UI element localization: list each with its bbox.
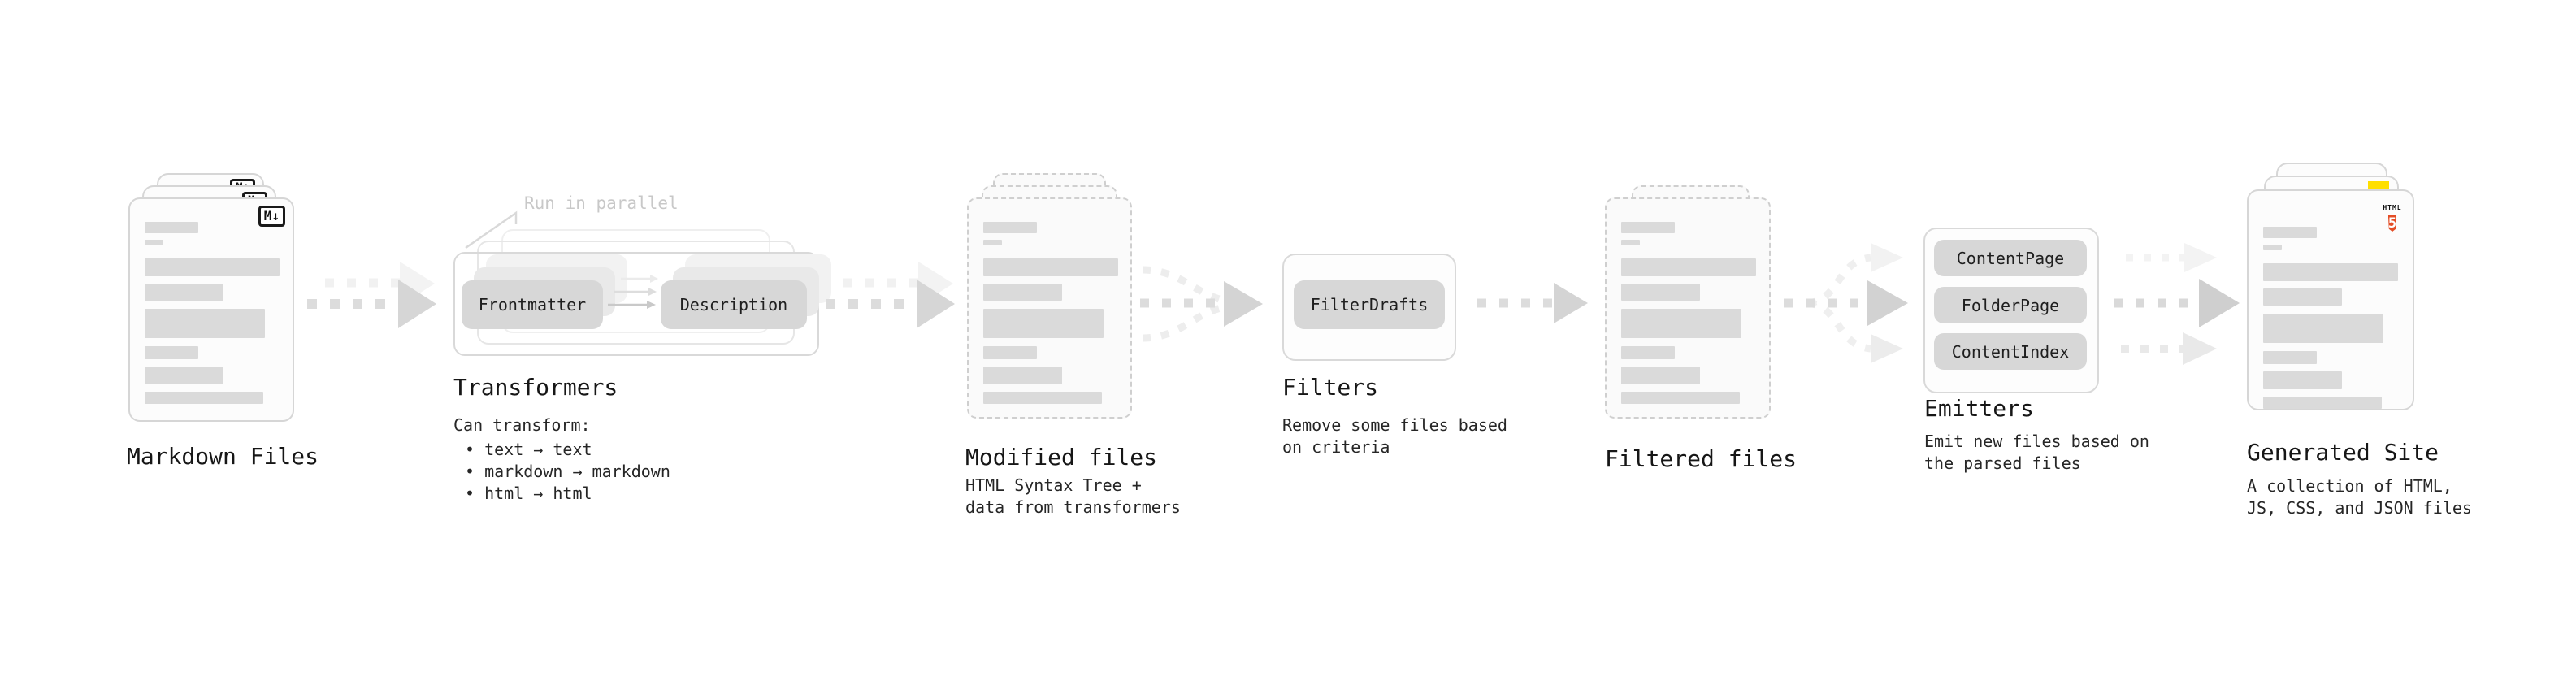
arrow-emitters-to-generated bbox=[2114, 243, 2240, 365]
run-in-parallel-label: Run in parallel bbox=[524, 193, 679, 213]
emitter-node-folderpage: FolderPage bbox=[1934, 287, 2087, 323]
transformers-label: Transformers bbox=[453, 374, 618, 401]
modified-files-label: Modified files bbox=[965, 444, 1158, 471]
modified-files-desc-line: data from transformers bbox=[965, 497, 1181, 517]
generated-site-label: Generated Site bbox=[2247, 439, 2439, 466]
run-in-parallel-callout-line bbox=[465, 210, 518, 249]
arrow-modified-to-filters-merge bbox=[1140, 266, 1263, 342]
emitters-label: Emitters bbox=[1924, 395, 2034, 422]
frontmatter-to-description-arrows bbox=[608, 275, 658, 309]
filters-desc-line: Remove some files based bbox=[1282, 415, 1507, 435]
markdown-files-label: Markdown Files bbox=[127, 443, 319, 470]
markdown-file-card-front: M↓ bbox=[128, 197, 294, 422]
transformers-bullet: • text → text bbox=[465, 440, 592, 459]
javascript-icon bbox=[2368, 181, 2389, 192]
transformers-bullet: • markdown → markdown bbox=[465, 462, 670, 481]
transformers-bullet: • html → html bbox=[465, 484, 592, 503]
html5-icon: HTML 5 bbox=[2383, 204, 2402, 232]
arrow-transformers-to-modified bbox=[826, 262, 955, 328]
emitter-node-contentpage: ContentPage bbox=[1934, 240, 2087, 276]
filters-desc-line: on criteria bbox=[1282, 437, 1390, 457]
generated-html-card: HTML 5 bbox=[2247, 189, 2414, 410]
transformer-node-frontmatter: Frontmatter bbox=[462, 280, 603, 329]
filters-label: Filters bbox=[1282, 374, 1379, 401]
modified-files-desc-line: HTML Syntax Tree + bbox=[965, 475, 1142, 495]
filtered-file-card-front bbox=[1605, 197, 1771, 419]
filtered-files-label: Filtered files bbox=[1605, 445, 1798, 472]
emitter-node-contentindex: ContentIndex bbox=[1934, 333, 2087, 370]
emitters-desc-line: Emit new files based on bbox=[1924, 432, 2149, 451]
transformer-node-description: Description bbox=[661, 280, 807, 329]
generated-site-desc-line: A collection of HTML, bbox=[2247, 476, 2452, 496]
markdown-icon: M↓ bbox=[258, 206, 285, 227]
arrow-filters-to-filtered bbox=[1477, 283, 1588, 323]
generated-site-desc-line: JS, CSS, and JSON files bbox=[2247, 498, 2472, 518]
arrow-filtered-to-emitters-fanout bbox=[1784, 243, 1908, 363]
emitters-desc-line: the parsed files bbox=[1924, 453, 2081, 473]
filter-node-filterdrafts: FilterDrafts bbox=[1294, 280, 1445, 329]
transformers-desc-title: Can transform: bbox=[453, 415, 591, 435]
modified-file-card-front bbox=[967, 197, 1132, 419]
arrow-markdown-to-transformers bbox=[307, 262, 436, 328]
